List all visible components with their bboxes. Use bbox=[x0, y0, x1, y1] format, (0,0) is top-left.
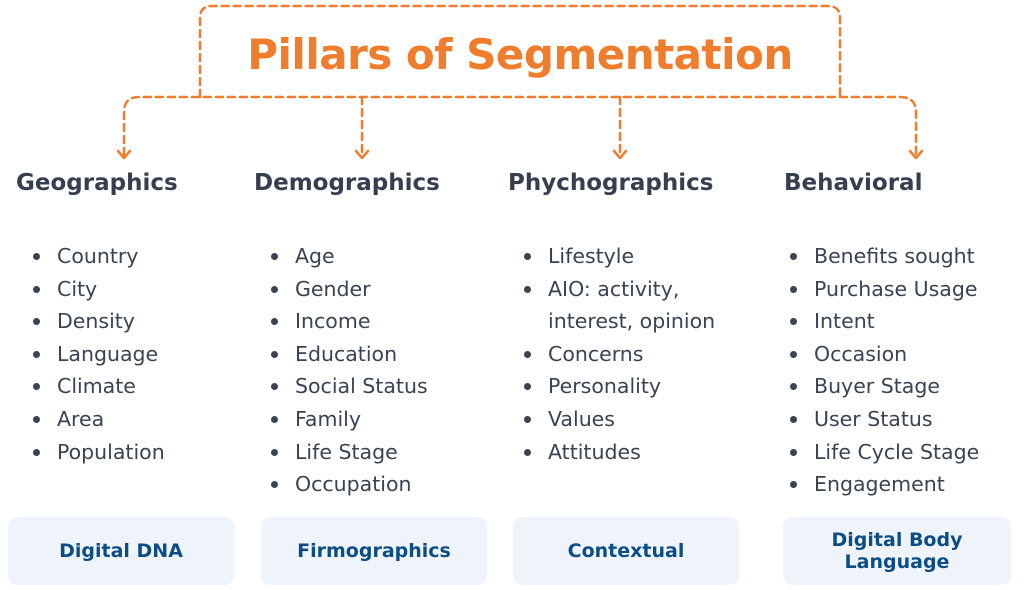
list-item: Personality bbox=[520, 370, 715, 403]
list-item: Population bbox=[29, 436, 165, 469]
pillar-phychographics: Phychographics Lifestyle AIO: activity, … bbox=[508, 170, 715, 464]
list-item: Engagement bbox=[786, 468, 979, 501]
connector-lines bbox=[116, 4, 924, 160]
bullet-icon bbox=[33, 318, 40, 326]
bullet-icon bbox=[524, 253, 531, 260]
bullet-icon bbox=[271, 481, 278, 489]
bullet-icon bbox=[33, 415, 40, 423]
list-item: Attitudes bbox=[520, 436, 715, 469]
bullet-icon bbox=[790, 415, 797, 423]
bullet-icon bbox=[524, 285, 531, 293]
bullet-icon bbox=[271, 350, 278, 358]
list-item: Social Status bbox=[267, 370, 428, 403]
badge-firmographics: Firmographics bbox=[261, 517, 487, 585]
list-item: AIO: activity, bbox=[520, 273, 715, 306]
pillar-behavioral: Behavioral Benefits sought Purchase Usag… bbox=[784, 170, 979, 496]
pillar-title: Behavioral bbox=[784, 170, 923, 196]
badge-digital-body-language: Digital Body Language bbox=[783, 517, 1011, 585]
list-item: Intent bbox=[786, 305, 979, 338]
list-item: Life Cycle Stage bbox=[786, 436, 979, 469]
list-item: Benefits sought bbox=[786, 240, 979, 273]
list-item: Occasion bbox=[786, 338, 979, 371]
list-item: Lifestyle bbox=[520, 240, 715, 273]
badge-contextual: Contextual bbox=[513, 517, 739, 585]
list-item: Occupation bbox=[267, 468, 428, 501]
item-list: Age Gender Income Education Social Statu… bbox=[267, 240, 428, 501]
bullet-icon bbox=[524, 415, 531, 423]
item-list: Lifestyle AIO: activity, interest, opini… bbox=[520, 240, 715, 468]
list-item: Purchase Usage bbox=[786, 273, 979, 306]
bullet-icon bbox=[33, 285, 40, 293]
list-item: Gender bbox=[267, 273, 428, 306]
bullet-icon bbox=[790, 481, 797, 489]
bullet-icon bbox=[271, 415, 278, 423]
bullet-icon bbox=[790, 253, 797, 260]
bullet-icon bbox=[271, 383, 278, 391]
arrow-down-icon bbox=[908, 149, 924, 160]
list-item: City bbox=[29, 273, 165, 306]
list-item: Area bbox=[29, 403, 165, 436]
badge-digital-dna: Digital DNA bbox=[8, 517, 234, 585]
bullet-icon bbox=[790, 448, 797, 456]
bullet-icon bbox=[271, 253, 278, 260]
list-item: Education bbox=[267, 338, 428, 371]
bullet-icon bbox=[271, 318, 278, 326]
bullet-icon bbox=[33, 253, 40, 260]
bullet-icon bbox=[33, 383, 40, 391]
pillar-geographics: Geographics Country City Density Languag… bbox=[16, 170, 178, 464]
list-item: Values bbox=[520, 403, 715, 436]
bullet-icon bbox=[524, 350, 531, 358]
bullet-icon bbox=[271, 448, 278, 456]
list-item: Climate bbox=[29, 370, 165, 403]
list-item: Language bbox=[29, 338, 165, 371]
list-item: Density bbox=[29, 305, 165, 338]
bullet-icon bbox=[790, 350, 797, 358]
bullet-icon bbox=[790, 383, 797, 391]
bullet-icon bbox=[33, 350, 40, 358]
arrow-down-icon bbox=[354, 149, 370, 160]
diagram-title: Pillars of Segmentation bbox=[247, 29, 793, 79]
bullet-icon bbox=[790, 318, 797, 326]
list-item: User Status bbox=[786, 403, 979, 436]
pillar-title: Demographics bbox=[254, 170, 440, 196]
bullet-icon bbox=[524, 383, 531, 391]
list-item-continuation: interest, opinion bbox=[548, 309, 716, 334]
list-item: Life Stage bbox=[267, 436, 428, 469]
pillar-title: Phychographics bbox=[508, 170, 714, 196]
item-list: Country City Density Language Climate Ar… bbox=[29, 240, 165, 468]
pillar-title: Geographics bbox=[16, 170, 178, 196]
bullet-icon bbox=[33, 448, 40, 456]
bullet-icon bbox=[790, 285, 797, 293]
list-item: Age bbox=[267, 240, 428, 273]
bullet-icon bbox=[524, 448, 531, 456]
list-item: Country bbox=[29, 240, 165, 273]
item-list: Benefits sought Purchase Usage Intent Oc… bbox=[786, 240, 979, 501]
list-item: Income bbox=[267, 305, 428, 338]
list-item: Concerns bbox=[520, 338, 715, 371]
arrow-down-icon bbox=[612, 149, 628, 160]
list-item: Family bbox=[267, 403, 428, 436]
arrow-down-icon bbox=[116, 149, 132, 160]
list-item: Buyer Stage bbox=[786, 370, 979, 403]
bullet-icon bbox=[271, 285, 278, 293]
pillar-demographics: Demographics Age Gender Income Education… bbox=[254, 170, 440, 496]
